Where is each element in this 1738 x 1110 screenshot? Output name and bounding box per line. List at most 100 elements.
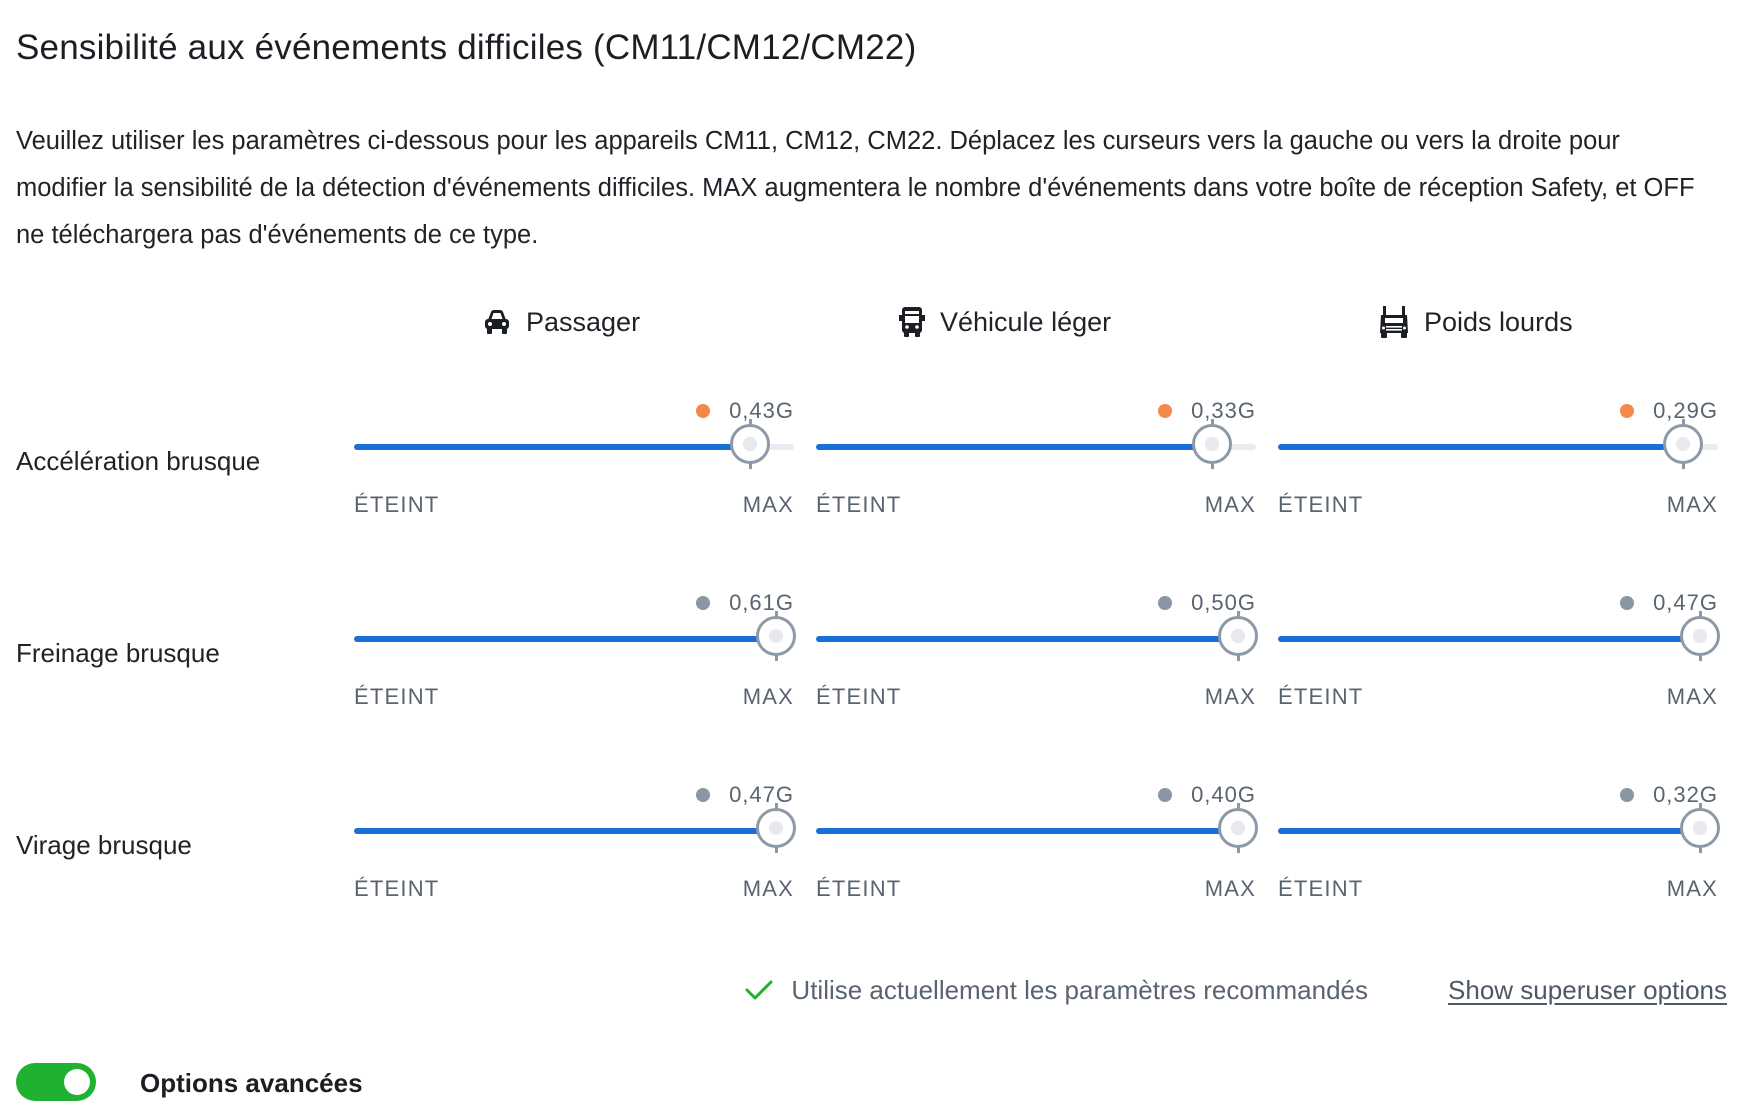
column-label: Véhicule léger: [940, 306, 1112, 337]
slider-turn-heavy-vehicle[interactable]: 0,32G ÉTEINT MAX: [1278, 780, 1720, 910]
slider-min-label: ÉTEINT: [354, 684, 440, 709]
slider-value: 0,50G: [1191, 590, 1256, 615]
slider-track[interactable]: [1278, 803, 1720, 853]
page-title: Sensibilité aux événements difficiles (C…: [16, 28, 917, 67]
slider-track[interactable]: [1278, 419, 1718, 469]
slider-value-wrap: 0,61G: [696, 588, 794, 618]
slider-value-wrap: 0,43G: [696, 396, 794, 426]
slider-value: 0,40G: [1191, 782, 1256, 807]
toggle-knob: [64, 1069, 90, 1095]
slider-value-wrap: 0,50G: [1158, 588, 1256, 618]
status-dot: [696, 788, 711, 802]
slider-handle[interactable]: [1680, 803, 1720, 853]
column-label: Passager: [526, 306, 641, 337]
slider-value-wrap: 0,47G: [1620, 588, 1718, 618]
slider-value-wrap: 0,33G: [1158, 396, 1256, 426]
slider-track[interactable]: [816, 419, 1256, 469]
slider-acceleration-heavy-vehicle[interactable]: 0,29G ÉTEINT MAX: [1278, 396, 1718, 526]
slider-value: 0,61G: [729, 590, 794, 615]
slider-max-label: MAX: [1204, 684, 1256, 709]
slider-fill: [1278, 444, 1683, 450]
slider-min-label: ÉTEINT: [1278, 876, 1364, 901]
slider-braking-light-vehicle[interactable]: 0,50G ÉTEINT MAX: [816, 588, 1258, 718]
slider-min-label: ÉTEINT: [816, 876, 902, 901]
status-dot: [696, 596, 711, 610]
row-label-harsh-braking: Freinage brusque: [16, 638, 220, 668]
slider-min-label: ÉTEINT: [354, 876, 440, 901]
slider-track[interactable]: [354, 611, 796, 661]
slider-min-label: ÉTEINT: [816, 492, 902, 517]
slider-max-label: MAX: [1204, 876, 1256, 901]
slider-track[interactable]: [354, 419, 794, 469]
slider-acceleration-light-vehicle[interactable]: 0,33G ÉTEINT MAX: [816, 396, 1256, 526]
slider-acceleration-passenger[interactable]: 0,43G ÉTEINT MAX: [354, 396, 794, 526]
status-dot: [1158, 788, 1173, 802]
slider-fill: [816, 636, 1238, 642]
slider-braking-heavy-vehicle[interactable]: 0,47G ÉTEINT MAX: [1278, 588, 1720, 718]
heavy-truck-icon: [1380, 306, 1408, 338]
status-dot: [1620, 404, 1635, 418]
status-dot: [1620, 596, 1635, 610]
slider-value: 0,47G: [1653, 590, 1718, 615]
slider-track[interactable]: [816, 803, 1258, 853]
slider-max-label: MAX: [742, 684, 794, 709]
slider-max-label: MAX: [1666, 492, 1718, 517]
slider-min-label: ÉTEINT: [1278, 492, 1364, 517]
column-label: Poids lourds: [1424, 306, 1573, 337]
slider-max-label: MAX: [1666, 876, 1718, 901]
slider-value: 0,43G: [729, 398, 794, 423]
description-text: Veuillez utiliser les paramètres ci-dess…: [16, 127, 1695, 249]
slider-track[interactable]: [816, 611, 1258, 661]
row-label-harsh-acceleration: Accélération brusque: [16, 446, 261, 476]
slider-max-label: MAX: [1666, 684, 1718, 709]
status-dot: [1158, 596, 1173, 610]
slider-value-wrap: 0,29G: [1620, 396, 1718, 426]
slider-value-wrap: 0,47G: [696, 780, 794, 810]
slider-turn-light-vehicle[interactable]: 0,40G ÉTEINT MAX: [816, 780, 1258, 910]
slider-min-label: ÉTEINT: [816, 684, 902, 709]
column-header-heavy-vehicle: Poids lourds: [1378, 300, 1573, 344]
slider-value: 0,33G: [1191, 398, 1256, 423]
row-label-harsh-turn: Virage brusque: [16, 830, 192, 860]
status-dot: [696, 404, 711, 418]
slider-handle[interactable]: [1218, 803, 1258, 853]
light-truck-icon: [899, 307, 925, 337]
slider-fill: [816, 444, 1212, 450]
slider-handle[interactable]: [1663, 419, 1703, 469]
slider-max-label: MAX: [742, 492, 794, 517]
advanced-options-toggle[interactable]: [16, 1063, 96, 1101]
slider-handle[interactable]: [1680, 611, 1720, 661]
slider-value: 0,32G: [1653, 782, 1718, 807]
slider-min-label: ÉTEINT: [1278, 684, 1364, 709]
slider-value: 0,47G: [729, 782, 794, 807]
show-superuser-options-link[interactable]: Show superuser options: [1448, 975, 1727, 1005]
slider-handle[interactable]: [1192, 419, 1232, 469]
slider-value: 0,29G: [1653, 398, 1718, 423]
column-header-light-vehicle: Véhicule léger: [898, 300, 1111, 344]
slider-track[interactable]: [1278, 611, 1720, 661]
recommended-settings-status: Utilise actuellement les paramètres reco…: [745, 970, 1368, 1010]
slider-max-label: MAX: [742, 876, 794, 901]
slider-handle[interactable]: [756, 611, 796, 661]
slider-value-wrap: 0,32G: [1620, 780, 1718, 810]
slider-handle[interactable]: [1218, 611, 1258, 661]
status-dot: [1620, 788, 1635, 802]
slider-handle[interactable]: [756, 803, 796, 853]
slider-max-label: MAX: [1204, 492, 1256, 517]
slider-fill: [816, 828, 1238, 834]
column-header-passenger: Passager: [482, 300, 640, 344]
slider-min-label: ÉTEINT: [354, 492, 440, 517]
slider-fill: [354, 828, 776, 834]
advanced-options-label: Options avancées: [140, 1068, 363, 1098]
slider-braking-passenger[interactable]: 0,61G ÉTEINT MAX: [354, 588, 796, 718]
check-icon: [745, 980, 773, 1000]
slider-value-wrap: 0,40G: [1158, 780, 1256, 810]
slider-turn-passenger[interactable]: 0,47G ÉTEINT MAX: [354, 780, 796, 910]
slider-track[interactable]: [354, 803, 796, 853]
status-dot: [1158, 404, 1173, 418]
slider-fill: [354, 444, 750, 450]
status-text: Utilise actuellement les paramètres reco…: [791, 974, 1368, 1005]
slider-handle[interactable]: [730, 419, 770, 469]
slider-fill: [354, 636, 776, 642]
car-icon: [485, 310, 509, 334]
